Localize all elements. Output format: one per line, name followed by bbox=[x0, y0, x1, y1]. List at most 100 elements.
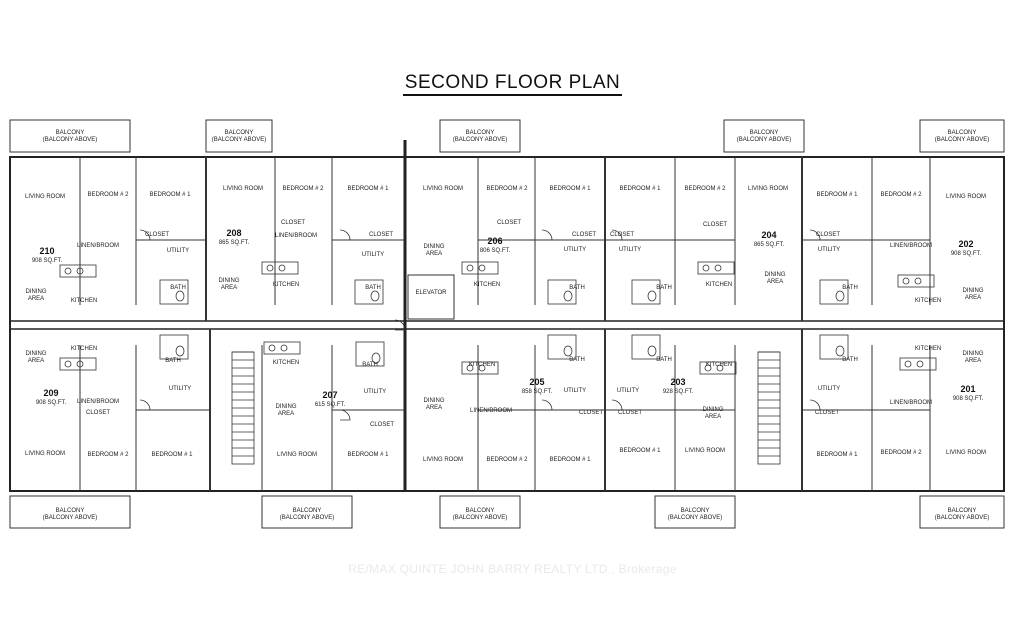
stove-icon bbox=[916, 360, 924, 368]
stove-icon bbox=[478, 364, 486, 372]
stove-icon bbox=[278, 264, 286, 272]
room-label: BEDROOM # 1 bbox=[816, 192, 858, 198]
balcony-label: BALCONY bbox=[948, 130, 977, 136]
balcony-label: BALCONY bbox=[56, 508, 85, 514]
room-label: LIVING ROOM bbox=[685, 448, 725, 454]
balcony-top-4 bbox=[919, 119, 1005, 153]
toilet-icon bbox=[175, 345, 185, 357]
door-swing bbox=[541, 399, 553, 411]
linen-label: LINEN/BROOM bbox=[77, 243, 119, 249]
sink-icon bbox=[466, 264, 474, 272]
linen-label: LINEN/BROOM bbox=[77, 399, 119, 405]
kitchen-counter bbox=[697, 261, 735, 275]
balcony-label: BALCONY bbox=[56, 130, 85, 136]
room-label: BEDROOM # 1 bbox=[347, 186, 389, 192]
balcony-label: BALCONY bbox=[466, 130, 495, 136]
balcony-label: BALCONY bbox=[225, 130, 254, 136]
unit-number: 203 bbox=[670, 377, 685, 387]
closet-label: CLOSET bbox=[815, 410, 839, 416]
kitchen-label: KITCHEN bbox=[915, 298, 941, 304]
door-swing bbox=[339, 409, 351, 421]
dining-label: AREA bbox=[278, 411, 294, 417]
door-swing bbox=[541, 229, 553, 241]
unit-sqft: 615 SQ.FT. bbox=[315, 402, 346, 408]
kitchen-label: KITCHEN bbox=[706, 362, 732, 368]
bath-fixture bbox=[547, 334, 577, 360]
dining-label: AREA bbox=[965, 358, 981, 364]
room-label: LIVING ROOM bbox=[25, 194, 65, 200]
balcony-label: BALCONY bbox=[466, 508, 495, 514]
utility-label: UTILITY bbox=[169, 386, 191, 392]
door-swing bbox=[809, 399, 821, 411]
unit-sqft: 928 SQ.FT. bbox=[663, 389, 694, 395]
balcony-label: BALCONY bbox=[293, 508, 322, 514]
room-label: BEDROOM # 2 bbox=[880, 192, 922, 198]
linen-label: LINEN/BROOM bbox=[275, 233, 317, 239]
balcony-above-label: (BALCONY ABOVE) bbox=[43, 137, 98, 143]
balcony-bottom-3 bbox=[654, 495, 736, 529]
balcony-above-label: (BALCONY ABOVE) bbox=[453, 137, 508, 143]
utility-label: UTILITY bbox=[818, 247, 840, 253]
dining-label: AREA bbox=[767, 279, 783, 285]
dining-label: DINING bbox=[963, 351, 984, 357]
dining-label: DINING bbox=[424, 398, 445, 404]
room-label: BEDROOM # 2 bbox=[486, 457, 528, 463]
unit-sqft: 908 SQ.FT. bbox=[951, 251, 982, 257]
dining-label: DINING bbox=[765, 272, 786, 278]
unit-number: 201 bbox=[960, 384, 975, 394]
toilet-icon bbox=[370, 290, 380, 302]
kitchen-counter bbox=[897, 274, 935, 288]
door-swing bbox=[139, 229, 151, 241]
kitchen-counter bbox=[59, 264, 97, 278]
bath-label: BATH bbox=[362, 362, 378, 368]
dining-label: DINING bbox=[703, 407, 724, 413]
room-label: BEDROOM # 1 bbox=[549, 457, 591, 463]
balcony-top-3 bbox=[723, 119, 805, 153]
closet-label: CLOSET bbox=[816, 232, 840, 238]
kitchen-label: KITCHEN bbox=[474, 282, 500, 288]
room-label: BEDROOM # 1 bbox=[347, 452, 389, 458]
dining-label: AREA bbox=[705, 414, 721, 420]
balcony-above-label: (BALCONY ABOVE) bbox=[453, 515, 508, 521]
balcony-label: BALCONY bbox=[681, 508, 710, 514]
kitchen-counter bbox=[461, 261, 499, 275]
balcony-above-label: (BALCONY ABOVE) bbox=[43, 515, 98, 521]
balcony-label: BALCONY bbox=[948, 508, 977, 514]
balcony-above-label: (BALCONY ABOVE) bbox=[280, 515, 335, 521]
room-label: BEDROOM # 1 bbox=[549, 186, 591, 192]
elevator-label: ELEVATOR bbox=[415, 290, 447, 296]
utility-label: UTILITY bbox=[617, 388, 639, 394]
sink-icon bbox=[64, 267, 72, 275]
closet-label: CLOSET bbox=[497, 220, 521, 226]
toilet-icon bbox=[563, 345, 573, 357]
stove-icon bbox=[716, 364, 724, 372]
room-label: BEDROOM # 2 bbox=[282, 186, 324, 192]
closet-label: CLOSET bbox=[703, 222, 727, 228]
balcony-above-label: (BALCONY ABOVE) bbox=[668, 515, 723, 521]
utility-label: UTILITY bbox=[619, 247, 641, 253]
stove-icon bbox=[280, 344, 288, 352]
kitchen-counter bbox=[59, 357, 97, 371]
bath-fixture bbox=[354, 279, 384, 305]
bath-fixture bbox=[819, 334, 849, 360]
bath-fixture bbox=[159, 279, 189, 305]
toilet-icon bbox=[371, 352, 381, 364]
balcony-above-label: (BALCONY ABOVE) bbox=[935, 137, 990, 143]
dining-label: AREA bbox=[221, 285, 237, 291]
utility-label: UTILITY bbox=[364, 389, 386, 395]
toilet-icon bbox=[563, 290, 573, 302]
kitchen-label: KITCHEN bbox=[71, 298, 97, 304]
bath-label: BATH bbox=[569, 285, 585, 291]
door-swing bbox=[611, 229, 623, 241]
door-swing bbox=[611, 399, 623, 411]
room-label: BEDROOM # 1 bbox=[619, 448, 661, 454]
bath-fixture bbox=[631, 279, 661, 305]
linen-label: LINEN/BROOM bbox=[470, 408, 512, 414]
kitchen-label: KITCHEN bbox=[273, 360, 299, 366]
unit-number: 206 bbox=[487, 236, 502, 246]
room-label: BEDROOM # 1 bbox=[151, 452, 193, 458]
balcony-above-label: (BALCONY ABOVE) bbox=[737, 137, 792, 143]
dining-label: DINING bbox=[963, 288, 984, 294]
toilet-icon bbox=[647, 345, 657, 357]
door-swing bbox=[394, 319, 406, 331]
